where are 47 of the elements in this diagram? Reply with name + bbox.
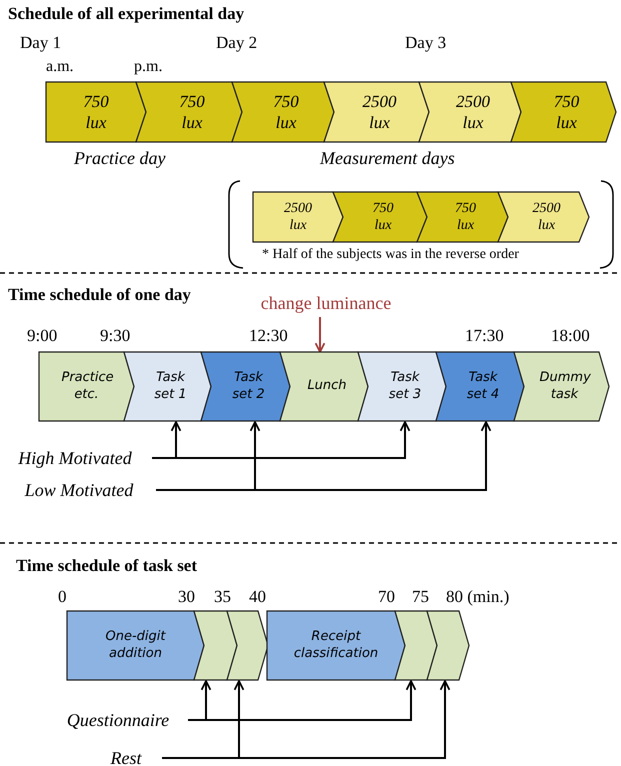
empty-chevron-step	[227, 611, 268, 680]
arrow	[314, 317, 326, 353]
tick-label: 30	[178, 587, 195, 607]
arrow	[156, 421, 492, 491]
chevron-step: Dummy task	[514, 352, 609, 421]
section-heading: Schedule of all experimental day	[8, 4, 244, 24]
tick-label: 12:30	[249, 326, 288, 346]
tick-label: Day 3	[405, 33, 446, 53]
arrow	[162, 680, 450, 759]
chevron-step: 750 lux	[136, 82, 242, 142]
group-label: Questionnaire	[54, 708, 182, 732]
arrow	[188, 680, 416, 721]
note: * Half of the subjects was in the reverse order	[262, 247, 519, 263]
chevron-step: 2500 lux	[498, 192, 589, 242]
group-label: Rest	[96, 746, 156, 766]
period-caption: Measurement days	[320, 148, 455, 169]
tick-label: 9:30	[100, 326, 130, 346]
tick-label: 40	[249, 587, 266, 607]
tick-label: p.m.	[134, 58, 162, 76]
tick-label: Day 1	[20, 33, 62, 53]
arrow	[152, 421, 410, 459]
tick-label: 18:00	[551, 326, 590, 346]
empty-chevron-step	[194, 611, 237, 680]
section-heading: Time schedule of task set	[16, 556, 198, 576]
chevron-step: Receipt classification	[267, 611, 405, 680]
chevron-step: 750 lux	[46, 82, 146, 142]
tick-label: 0	[58, 587, 66, 607]
group-label: Low Motivated	[8, 478, 150, 502]
tick-label: Day 2	[216, 33, 258, 53]
empty-chevron-step	[427, 611, 469, 680]
tick-label: 17:30	[465, 326, 504, 346]
tick-label: 70	[378, 587, 395, 607]
tick-label: 9:00	[27, 326, 58, 346]
chevron-step: 2500 lux	[253, 192, 343, 242]
tick-label: 80 (min.)	[446, 587, 510, 607]
section-heading: Time schedule of one day	[8, 285, 191, 305]
annotation-text: change luminance	[246, 291, 406, 315]
tick-label: 35	[214, 587, 231, 607]
tick-label: 75	[412, 587, 429, 607]
chevron-step: 750 lux	[511, 82, 616, 142]
chevron-step: One-digit addition	[67, 611, 204, 680]
chevron-step: Practice etc.	[39, 352, 134, 421]
empty-chevron-step	[395, 611, 437, 680]
period-caption: Practice day	[74, 148, 166, 169]
chevron-step: 2500 lux	[324, 82, 429, 142]
tick-label: a.m.	[46, 58, 74, 76]
group-label: High Motivated	[4, 446, 146, 470]
